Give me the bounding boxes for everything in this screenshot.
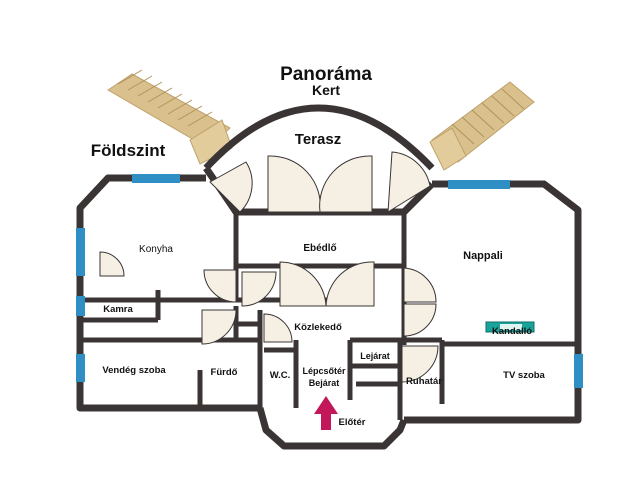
- room-label-lejarat: Lejárat: [360, 351, 390, 361]
- room-label-kozlekedo: Közlekedő: [294, 322, 342, 333]
- room-label-vendegszoba: Vendég szoba: [102, 365, 166, 376]
- room-label-ruhatar: Ruhatár: [406, 376, 442, 387]
- room-label-ebedlo: Ebédlő: [303, 243, 336, 254]
- room-label-wc: W.C.: [270, 370, 291, 381]
- room-label-eloter: Előtér: [339, 417, 366, 428]
- floor-label: Földszint: [91, 141, 166, 160]
- room-label-nappali: Nappali: [463, 250, 503, 262]
- room-label-konyha: Konyha: [139, 244, 173, 255]
- room-label-kamra: Kamra: [103, 304, 133, 315]
- room-label-tvszoba: TV szoba: [503, 370, 545, 381]
- terrace-arc-wall: [203, 104, 435, 171]
- plan-title: Panoráma: [280, 64, 372, 85]
- doors: [99, 151, 439, 383]
- room-label-bejarat: Bejárat: [309, 378, 340, 388]
- entrance-arrow-icon: [314, 396, 338, 430]
- exterior-stairs-right: [429, 81, 535, 171]
- room-label-lepcsoter: Lépcsőtér: [302, 366, 346, 376]
- room-label-furdo: Fürdő: [211, 367, 238, 378]
- plan-subtitle: Kert: [312, 82, 340, 98]
- windows: [76, 174, 583, 388]
- room-label-kandallo: Kandalló: [492, 326, 532, 337]
- room-label-terasz: Terasz: [295, 131, 341, 148]
- fireplace-icon: [485, 321, 535, 333]
